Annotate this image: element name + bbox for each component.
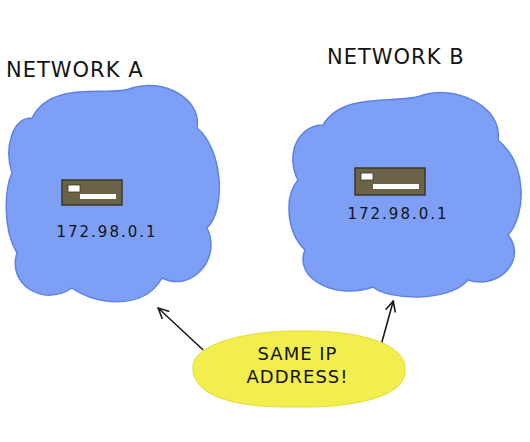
router-slot — [373, 184, 419, 189]
router-box — [62, 180, 122, 205]
router-slot — [80, 194, 116, 199]
cloud-shape — [6, 85, 219, 301]
router-port — [361, 173, 373, 180]
network-name: NETWORK A — [6, 58, 144, 82]
cloud-outline — [2, 58, 225, 308]
pointer-arrow — [381, 301, 395, 344]
ip-address: 172.98.0.1 — [333, 205, 463, 223]
callout-bubble: SAME IP ADDRESS! — [185, 328, 410, 410]
router-port — [68, 185, 80, 192]
ip-address: 172.98.0.1 — [47, 223, 167, 241]
pointer-arrow — [158, 308, 203, 350]
network-name: NETWORK B — [327, 45, 465, 69]
network-cloud: NETWORK A 172.98.0.1 — [2, 58, 225, 308]
network-cloud: NETWORK B 172.98.0.1 — [283, 45, 528, 301]
router-box — [355, 168, 425, 195]
cloud-outline — [283, 45, 528, 301]
cloud-shape — [289, 92, 521, 297]
callout-text: SAME IP ADDRESS! — [230, 342, 365, 389]
highlight-shape — [193, 331, 405, 407]
